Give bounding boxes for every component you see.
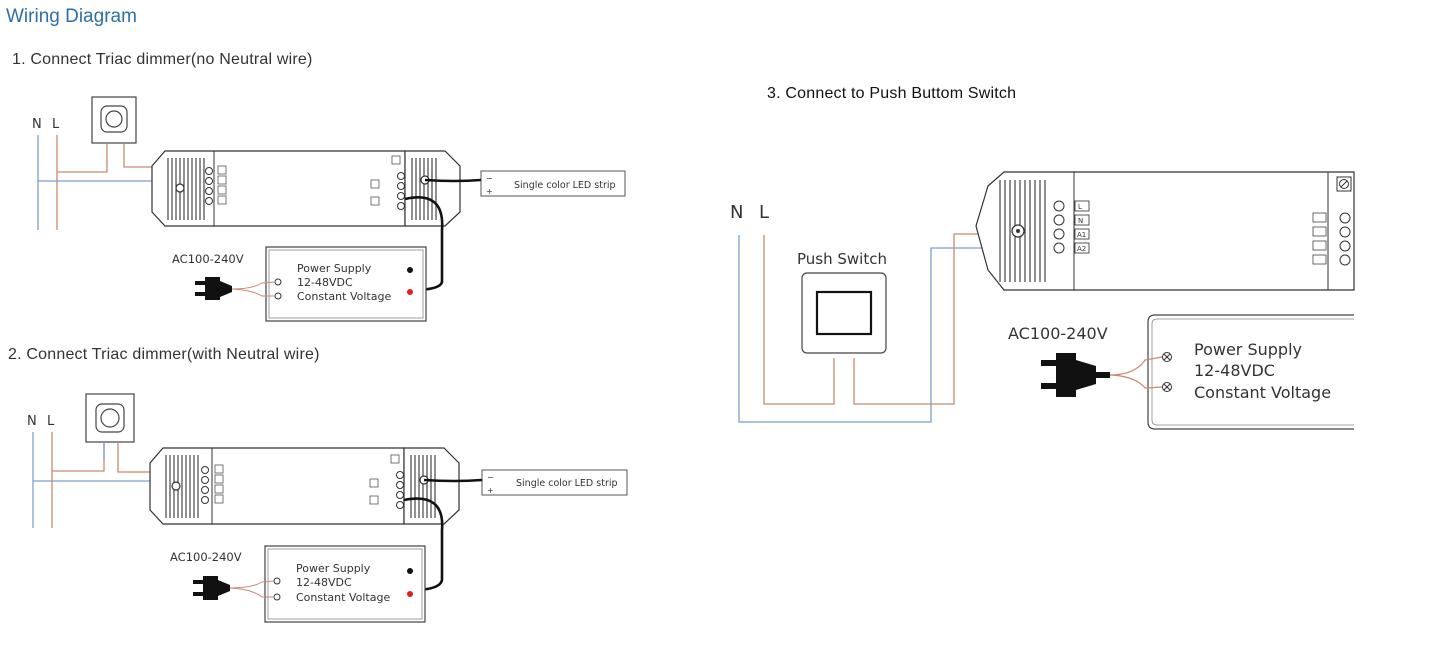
diagram3-push-switch xyxy=(801,272,887,354)
diagram1-led-wire xyxy=(424,178,482,183)
diagram1-psu-line1: Power Supply xyxy=(297,262,372,275)
diagram2-strip-minus: − xyxy=(487,473,494,482)
diagram2: N L xyxy=(27,393,628,623)
diagram2-strip-plus: + xyxy=(487,486,494,495)
diagram3-n-label: N xyxy=(730,202,743,223)
diagram3-title: 3. Connect to Push Buttom Switch xyxy=(767,85,1017,102)
diagram2-ac-label: AC100-240V xyxy=(170,550,242,564)
diagram2-psu-line3: Constant Voltage xyxy=(296,591,390,604)
diagram2-dc-wire xyxy=(403,497,444,592)
diagram2-led-strip: Single color LED strip − + xyxy=(481,469,628,496)
diagram2-title: 2. Connect Triac dimmer(with Neutral wir… xyxy=(8,346,320,363)
diagram1-title: 1. Connect Triac dimmer(no Neutral wire) xyxy=(12,51,313,68)
diagram1-power-supply: Power Supply 12-48VDC Constant Voltage xyxy=(265,246,427,322)
diagram3-power-supply: Power Supply 12-48VDC Constant Voltage xyxy=(1147,314,1354,430)
diagram3-ac-label: AC100-240V xyxy=(1008,324,1108,343)
diagram1-ac-label: AC100-240V xyxy=(172,252,244,266)
diagram2-psu-line1: Power Supply xyxy=(296,562,371,575)
diagram1-triac-dimmer xyxy=(91,96,137,144)
diagram2-strip-label: Single color LED strip xyxy=(516,478,618,489)
diagram3-terminal-a2: A2 xyxy=(1077,245,1086,253)
diagram1-led-strip: Single color LED strip − + xyxy=(480,170,626,197)
diagram1-ac-plug xyxy=(195,277,232,300)
diagram3-live-to-switch xyxy=(763,235,835,405)
diagram1-n-label: N xyxy=(32,117,42,132)
diagram2-triac-dimmer xyxy=(85,393,135,443)
diagram2-power-supply: Power Supply 12-48VDC Constant Voltage xyxy=(264,545,426,623)
diagram3-neutral-wire xyxy=(738,235,1058,423)
page-heading: Wiring Diagram xyxy=(6,6,137,27)
diagram3-controller: L N A1 A2 xyxy=(975,171,1355,291)
diagram1-psu-line2: 12-48VDC xyxy=(297,276,353,289)
diagram1-strip-plus: + xyxy=(486,187,493,196)
diagram1-controller xyxy=(151,150,461,227)
diagram1-ac-wire-b xyxy=(231,288,275,297)
diagram1-strip-minus: − xyxy=(486,174,493,183)
diagram3-psu-line1: Power Supply xyxy=(1194,340,1302,359)
diagram3-l-label: L xyxy=(759,202,769,223)
diagram2-ac-plug xyxy=(193,576,230,600)
diagram2-controller xyxy=(149,447,460,525)
diagram3: N L Push Switch xyxy=(730,171,1355,430)
diagram2-live-to-dimmer xyxy=(52,442,105,472)
diagram2-ac-wire-b xyxy=(229,587,274,598)
diagram3-terminal-n: N xyxy=(1078,217,1083,225)
diagram1-dc-wire xyxy=(404,196,444,292)
diagram1-live-to-dimmer xyxy=(57,143,108,173)
diagram1-strip-label: Single color LED strip xyxy=(514,180,616,191)
diagram1: N L xyxy=(32,96,626,322)
diagram2-l-label: L xyxy=(47,414,55,429)
diagram3-terminal-a1: A1 xyxy=(1077,231,1086,239)
diagram1-psu-line3: Constant Voltage xyxy=(297,290,391,303)
diagram3-switch-label: Push Switch xyxy=(797,250,887,268)
diagram3-terminal-l: L xyxy=(1078,203,1082,211)
diagram1-l-label: L xyxy=(52,117,60,132)
diagram2-n-label: N xyxy=(27,414,37,429)
diagram3-psu-line3: Constant Voltage xyxy=(1194,383,1331,402)
diagram2-led-wire xyxy=(423,478,483,483)
diagram3-ac-plug xyxy=(1041,353,1110,397)
diagram2-psu-line2: 12-48VDC xyxy=(296,576,352,589)
diagram3-psu-line2: 12-48VDC xyxy=(1194,361,1275,380)
diagram3-ac-wire-b xyxy=(1109,374,1163,389)
